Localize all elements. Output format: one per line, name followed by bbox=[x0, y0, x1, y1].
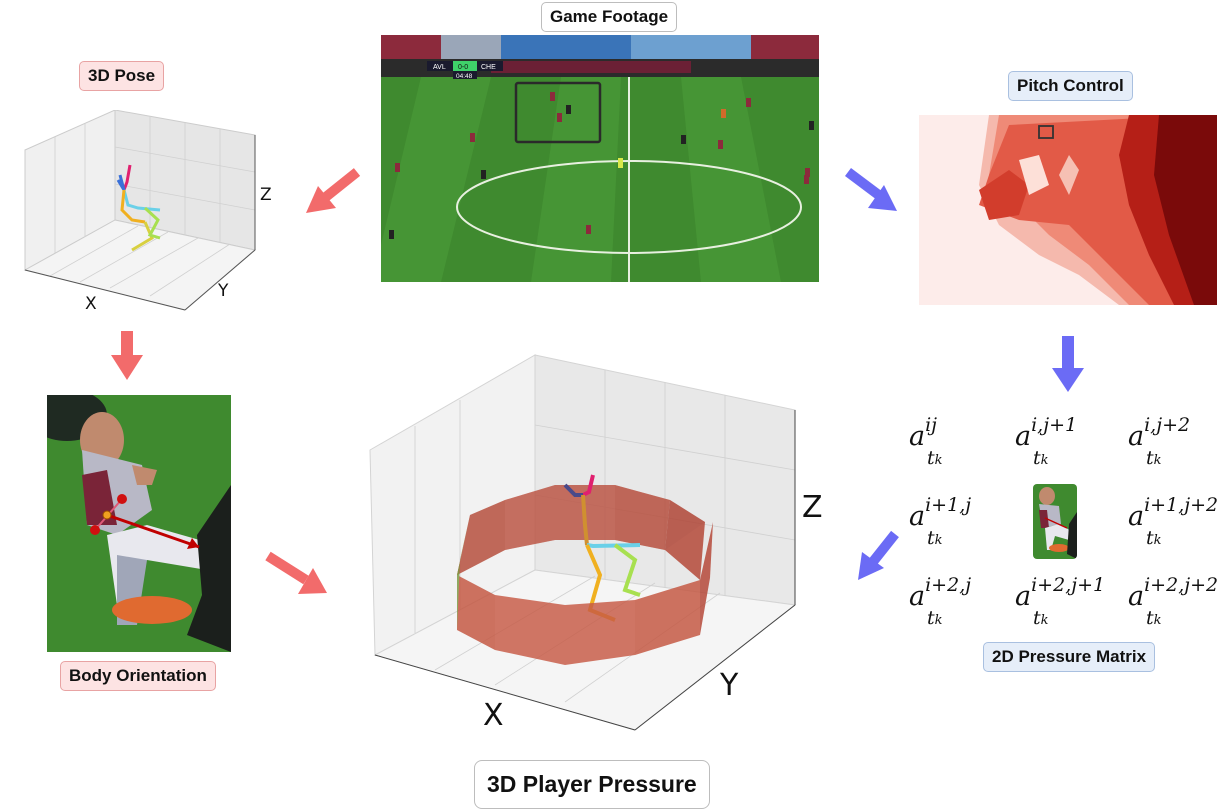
pressure-axis-z: Z bbox=[802, 490, 823, 525]
game-footage-frame: AVL 0-0 CHE 04:48 bbox=[381, 35, 819, 282]
matrix-cell-2-0: ai+2,j tk bbox=[909, 574, 972, 629]
pressure-axis-y: Y bbox=[719, 668, 739, 703]
pitch-control-heatmap bbox=[919, 115, 1217, 305]
arrow-footage-to-pose bbox=[306, 168, 361, 213]
matrix-cell-2-2: ai+2,j+2 tk bbox=[1128, 574, 1219, 629]
player-pressure-label: 3D Player Pressure bbox=[474, 760, 710, 809]
player-pressure-3d-plot: Z Y X bbox=[365, 350, 840, 735]
scoreboard-clock: 04:48 bbox=[456, 73, 473, 80]
pressure-axis-x: X bbox=[483, 698, 504, 733]
pose-3d-plot: Z Y X bbox=[20, 109, 290, 320]
arrow-footage-to-pitch bbox=[845, 168, 897, 211]
matrix-cell-0-1: ai,j+1 tk bbox=[1015, 414, 1078, 469]
pressure-matrix: aij tk ai,j+1 tk ai,j+2 tk ai+1,j tk ai+… bbox=[905, 415, 1230, 630]
pose-axis-z: Z bbox=[260, 185, 272, 205]
matrix-cell-0-0: aij tk bbox=[909, 414, 943, 469]
arrow-pose-to-orientation bbox=[111, 331, 143, 380]
pitch-control-marker bbox=[1038, 125, 1054, 139]
matrix-center-player-thumbnail bbox=[1033, 484, 1077, 559]
matrix-cell-2-1: ai+2,j+1 tk bbox=[1015, 574, 1106, 629]
pose-axis-y: Y bbox=[217, 281, 229, 301]
matrix-cell-0-2: ai,j+2 tk bbox=[1128, 414, 1191, 469]
scoreboard-away: CHE bbox=[481, 64, 496, 71]
matrix-cell-1-2: ai+1,j+2 tk bbox=[1128, 494, 1219, 549]
orientation-arrow bbox=[106, 513, 200, 549]
arrow-pitch-to-matrix bbox=[1052, 336, 1084, 392]
players bbox=[395, 92, 810, 234]
football-pitch-image: AVL 0-0 CHE 04:48 bbox=[381, 35, 819, 282]
pose-3d-label: 3D Pose bbox=[79, 61, 165, 91]
player-tracking-box bbox=[514, 81, 602, 144]
arrow-orientation-to-pressure bbox=[265, 551, 327, 594]
arrow-matrix-to-pressure bbox=[858, 530, 899, 580]
scoreboard-score: 0-0 bbox=[458, 64, 468, 71]
scoreboard-home: AVL bbox=[433, 64, 446, 71]
game-footage-label: Game Footage bbox=[541, 2, 678, 32]
body-orientation-label: Body Orientation bbox=[60, 661, 216, 691]
matrix-cell-1-0: ai+1,j tk bbox=[909, 494, 972, 549]
pitch-control-label: Pitch Control bbox=[1008, 71, 1133, 101]
pose-axis-x: X bbox=[85, 294, 97, 314]
body-orientation-image bbox=[47, 395, 231, 652]
pressure-matrix-label: 2D Pressure Matrix bbox=[983, 642, 1156, 672]
